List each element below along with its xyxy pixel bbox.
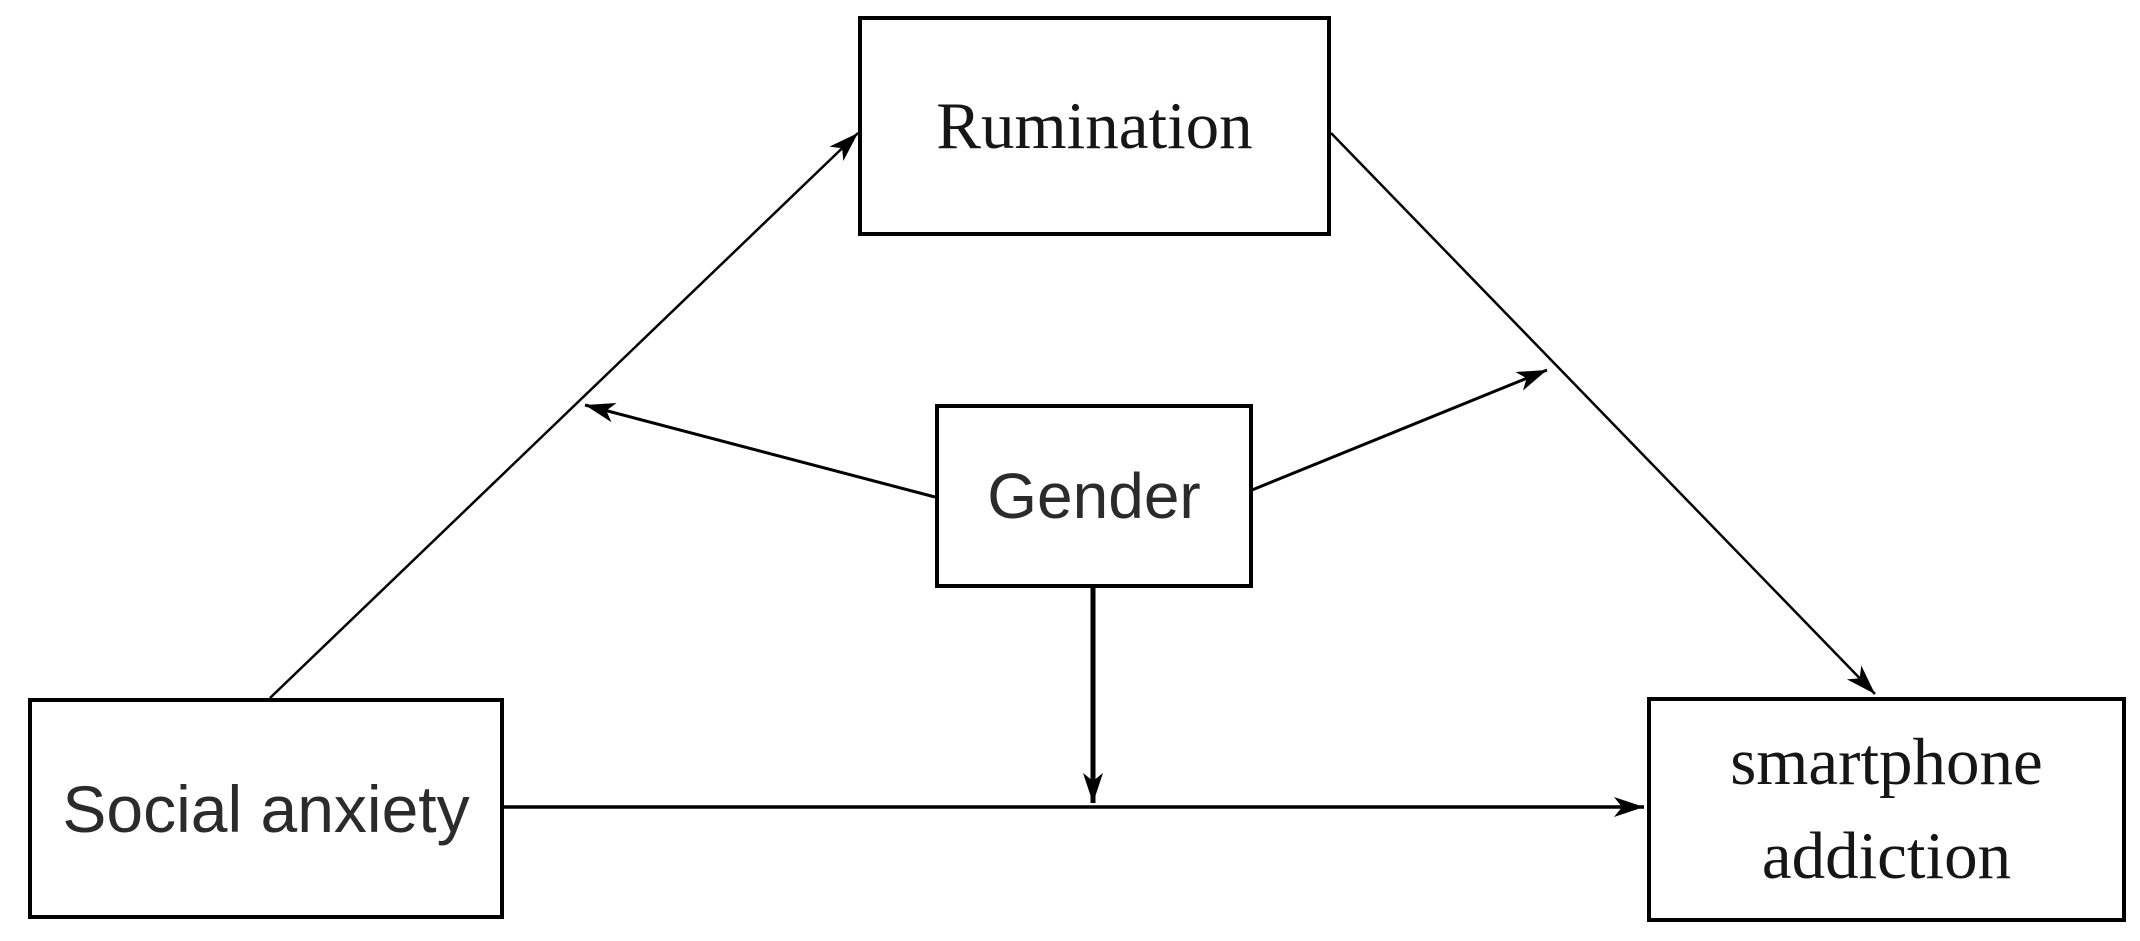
node-smartphone-addiction: smartphone addiction	[1647, 697, 2126, 922]
node-rumination-label: Rumination	[936, 88, 1253, 163]
arrow-gender-to-path-social-anxiety-rumination	[584, 402, 936, 499]
arrow-social-anxiety-to-rumination	[269, 132, 859, 699]
node-gender: Gender	[935, 404, 1253, 588]
node-social-anxiety: Social anxiety	[28, 698, 504, 919]
node-smartphone-addiction-label: smartphone addiction	[1730, 716, 2043, 904]
node-smartphone-addiction-label-line1: smartphone	[1730, 724, 2043, 799]
node-gender-label: Gender	[987, 460, 1201, 532]
arrow-gender-to-path-rumination-smartphone-addiction	[1251, 368, 1548, 492]
node-rumination: Rumination	[858, 16, 1331, 236]
node-smartphone-addiction-label-line2: addiction	[1761, 818, 2012, 893]
node-social-anxiety-label: Social anxiety	[62, 771, 470, 846]
arrow-rumination-to-smartphone-addiction	[1330, 132, 1876, 695]
